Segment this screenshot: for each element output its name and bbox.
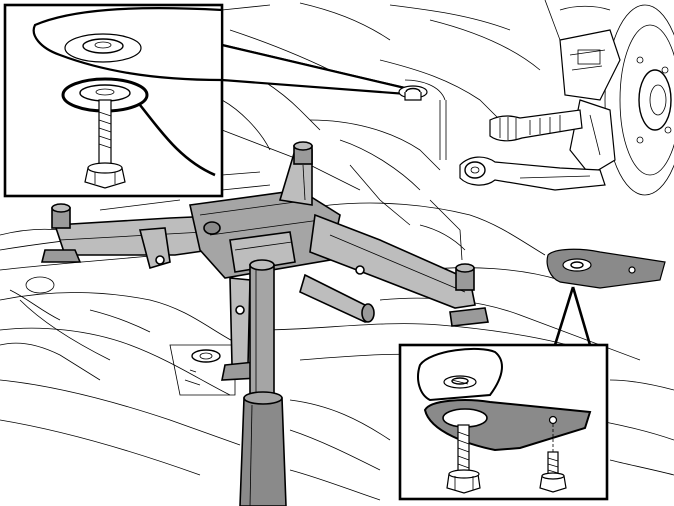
wheel-hub-assembly	[459, 0, 674, 196]
bolt-icon	[84, 99, 126, 189]
bolt-long-icon	[446, 424, 481, 494]
mount-bracket-right	[546, 248, 666, 289]
washer-lower-icon	[61, 77, 216, 177]
washer-top-icon	[64, 33, 142, 63]
bolt-short-icon	[539, 424, 567, 493]
lower-right-detail	[398, 343, 609, 501]
support-jack-tool	[40, 141, 489, 506]
mount-bolt-upper	[398, 85, 428, 101]
upper-left-detail	[3, 3, 224, 198]
